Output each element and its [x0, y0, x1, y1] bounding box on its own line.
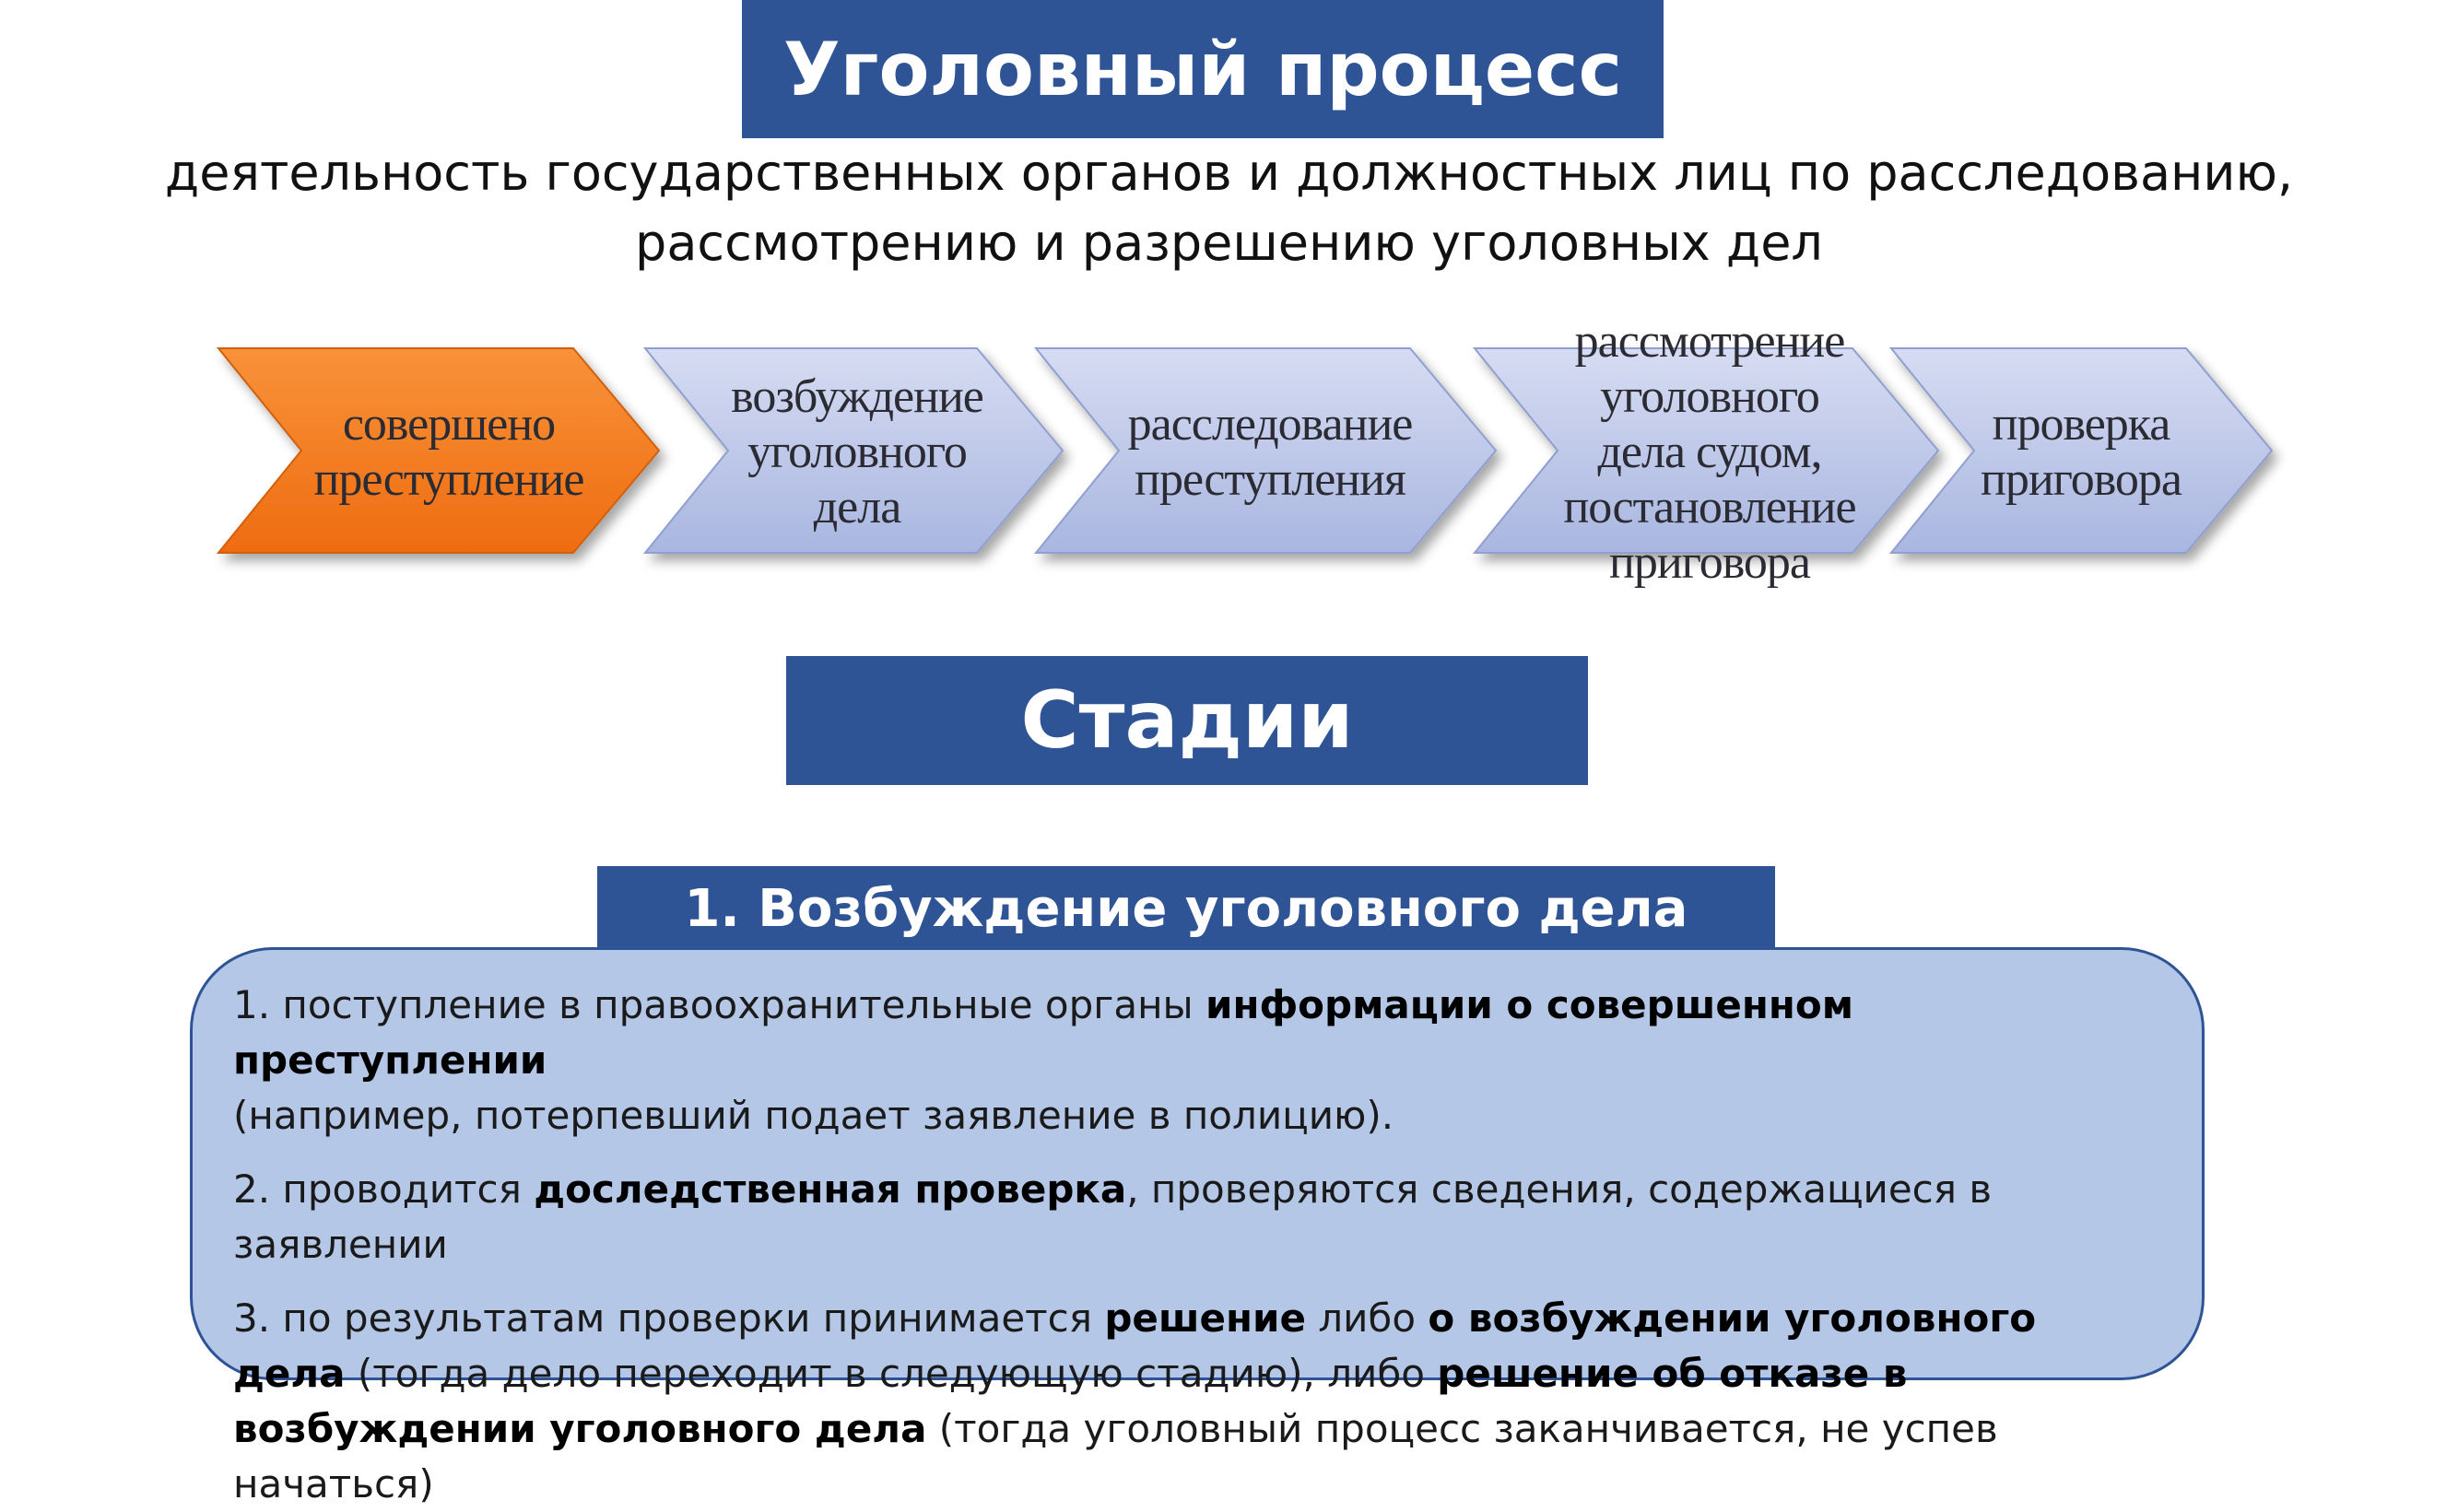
process-chevron-5 — [1888, 347, 2274, 554]
process-step-3-line-2: преступления — [1135, 453, 1405, 506]
process-chevron-3 — [1033, 347, 1498, 554]
process-step-3-line-1: расследование — [1128, 398, 1413, 451]
process-step-4-line-2: уголовного — [1600, 370, 1819, 423]
stages-heading: Стадии — [786, 656, 1588, 785]
process-chevron-flow: совершенопреступлениевозбуждениеуголовно… — [216, 315, 2274, 589]
main-title: Уголовный процесс — [742, 0, 1664, 138]
process-step-2-line-2: уголовного — [747, 426, 967, 478]
definition-text: деятельность государственных органов и д… — [55, 138, 2403, 278]
stage-description-box: 1. поступление в правоохранительные орга… — [190, 947, 2205, 1506]
stage-item-3: 3. по результатам проверки принимается р… — [233, 1295, 2037, 1506]
process-chevron-2 — [642, 347, 1064, 554]
process-step-2-line-3: дела — [814, 481, 901, 533]
stage-item-1: 1. поступление в правоохранительные орга… — [233, 982, 1854, 1138]
process-chevron-1 — [216, 347, 661, 554]
process-chevron-4 — [1472, 347, 1940, 554]
process-step-5-line-1: проверка — [1993, 398, 2171, 451]
process-step-1-line-1: совершено — [343, 398, 555, 451]
process-step-2-line-1: возбуждение — [731, 370, 983, 423]
definition-line-1: деятельность государственных органов и д… — [164, 144, 2294, 202]
process-step-4-line-5: приговора — [1609, 536, 1811, 589]
stage-item-2: 2. проводится доследственная проверка, п… — [233, 1166, 1993, 1267]
definition-line-2: рассмотрению и разрешению уголовных дел — [635, 214, 1823, 272]
process-step-4-line-3: дела судом, — [1597, 426, 1821, 478]
process-step-4-line-4: постановление — [1563, 481, 1855, 533]
stage-title: 1. Возбуждение уголовного дела — [597, 866, 1775, 951]
process-step-4-line-1: рассмотрение — [1575, 315, 1845, 368]
process-step-5-line-2: приговора — [1981, 453, 2182, 506]
process-step-1-line-2: преступление — [314, 453, 584, 506]
